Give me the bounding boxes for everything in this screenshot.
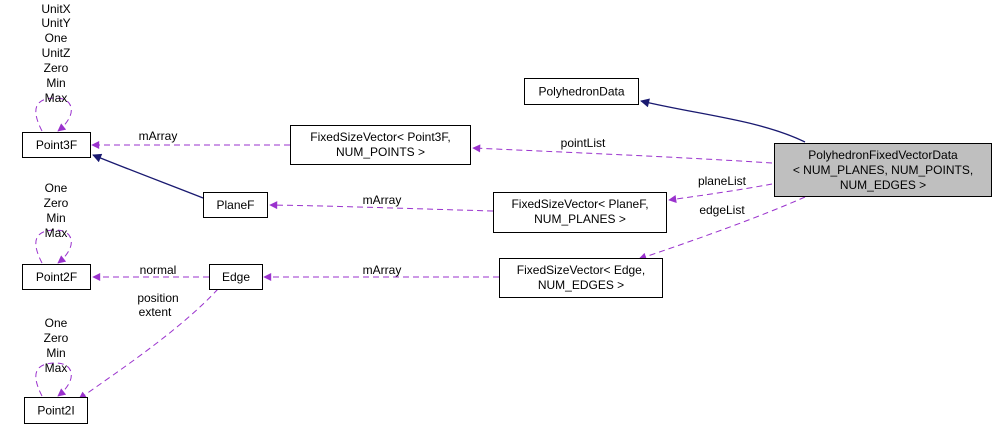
usage-edge-plane-list bbox=[668, 183, 773, 203]
point2i-self-label-3: Min bbox=[46, 346, 65, 360]
point3f-self-label-7: Max bbox=[45, 91, 68, 105]
fsv-planef-marray-label: mArray bbox=[363, 193, 402, 207]
usage-edge-point-list bbox=[472, 144, 773, 164]
fsv-point3f-marray-label: mArray bbox=[139, 129, 178, 143]
node-polyhedron-fixed-vector-data-line-1: PolyhedronFixedVectorData bbox=[808, 148, 958, 162]
plane-list-label: planeList bbox=[698, 174, 747, 188]
node-point2f-label: Point2F bbox=[36, 270, 77, 284]
extent-label: extent bbox=[139, 305, 172, 319]
node-polyhedron-data-label: PolyhedronData bbox=[538, 85, 624, 99]
usage-edge-position-extent bbox=[78, 288, 219, 400]
node-fsv-edge[interactable]: FixedSizeVector< Edge, NUM_EDGES > bbox=[499, 258, 663, 298]
node-polyhedron-fixed-vector-data-line-3: NUM_EDGES > bbox=[840, 178, 926, 192]
node-planef[interactable]: PlaneF bbox=[203, 192, 268, 218]
node-fsv-planef[interactable]: FixedSizeVector< PlaneF, NUM_PLANES > bbox=[493, 192, 667, 233]
node-polyhedron-data[interactable]: PolyhedronData bbox=[524, 78, 639, 105]
node-polyhedron-fixed-vector-data-line-2: < NUM_PLANES, NUM_POINTS, bbox=[793, 163, 973, 177]
point2f-self-label-4: Max bbox=[45, 226, 68, 240]
node-fsv-planef-line-1: FixedSizeVector< PlaneF, bbox=[511, 197, 648, 211]
node-point2i-label: Point2I bbox=[37, 404, 74, 418]
node-fsv-planef-line-2: NUM_PLANES > bbox=[534, 212, 626, 226]
node-fsv-point3f-line-2: NUM_POINTS > bbox=[336, 145, 425, 159]
point2i-self-label-2: Zero bbox=[44, 331, 69, 345]
point2f-self-label-2: Zero bbox=[44, 196, 69, 210]
point3f-self-label-3: One bbox=[45, 31, 68, 45]
point3f-self-label-1: UnitX bbox=[41, 2, 70, 16]
usage-edge-edge-list bbox=[638, 196, 806, 261]
node-point2i[interactable]: Point2I bbox=[24, 397, 88, 424]
edge-list-label: edgeList bbox=[699, 203, 745, 217]
point3f-self-label-4: UnitZ bbox=[42, 46, 71, 60]
node-polyhedron-fixed-vector-data[interactable]: PolyhedronFixedVectorData < NUM_PLANES, … bbox=[774, 143, 992, 197]
node-fsv-point3f[interactable]: FixedSizeVector< Point3F, NUM_POINTS > bbox=[290, 125, 471, 165]
node-point2f[interactable]: Point2F bbox=[22, 264, 91, 290]
node-point3f-label: Point3F bbox=[36, 138, 77, 152]
point2f-self-label-1: One bbox=[45, 181, 68, 195]
point2i-self-label-1: One bbox=[45, 316, 68, 330]
node-fsv-edge-line-2: NUM_EDGES > bbox=[538, 278, 624, 292]
position-label: position bbox=[137, 291, 178, 305]
node-edge[interactable]: Edge bbox=[209, 264, 263, 290]
point3f-self-label-6: Min bbox=[46, 76, 65, 90]
fsv-edge-marray-label: mArray bbox=[363, 263, 402, 277]
usage-edge-fsv-planef-marray bbox=[269, 201, 494, 212]
point3f-self-label-2: UnitY bbox=[41, 16, 70, 30]
point3f-self-label-5: Zero bbox=[44, 61, 69, 75]
node-fsv-point3f-line-1: FixedSizeVector< Point3F, bbox=[310, 130, 450, 144]
node-fsv-edge-line-1: FixedSizeVector< Edge, bbox=[517, 263, 645, 277]
inheritance-edge-polyhedron-data bbox=[640, 98, 806, 143]
node-planef-label: PlaneF bbox=[216, 198, 254, 212]
normal-label: normal bbox=[140, 263, 177, 277]
point2f-self-label-3: Min bbox=[46, 211, 65, 225]
node-edge-label: Edge bbox=[222, 270, 250, 284]
inheritance-edge-point3f bbox=[92, 153, 204, 199]
point-list-label: pointList bbox=[561, 136, 606, 150]
point2i-self-label-4: Max bbox=[45, 361, 68, 375]
node-point3f[interactable]: Point3F bbox=[22, 132, 91, 158]
